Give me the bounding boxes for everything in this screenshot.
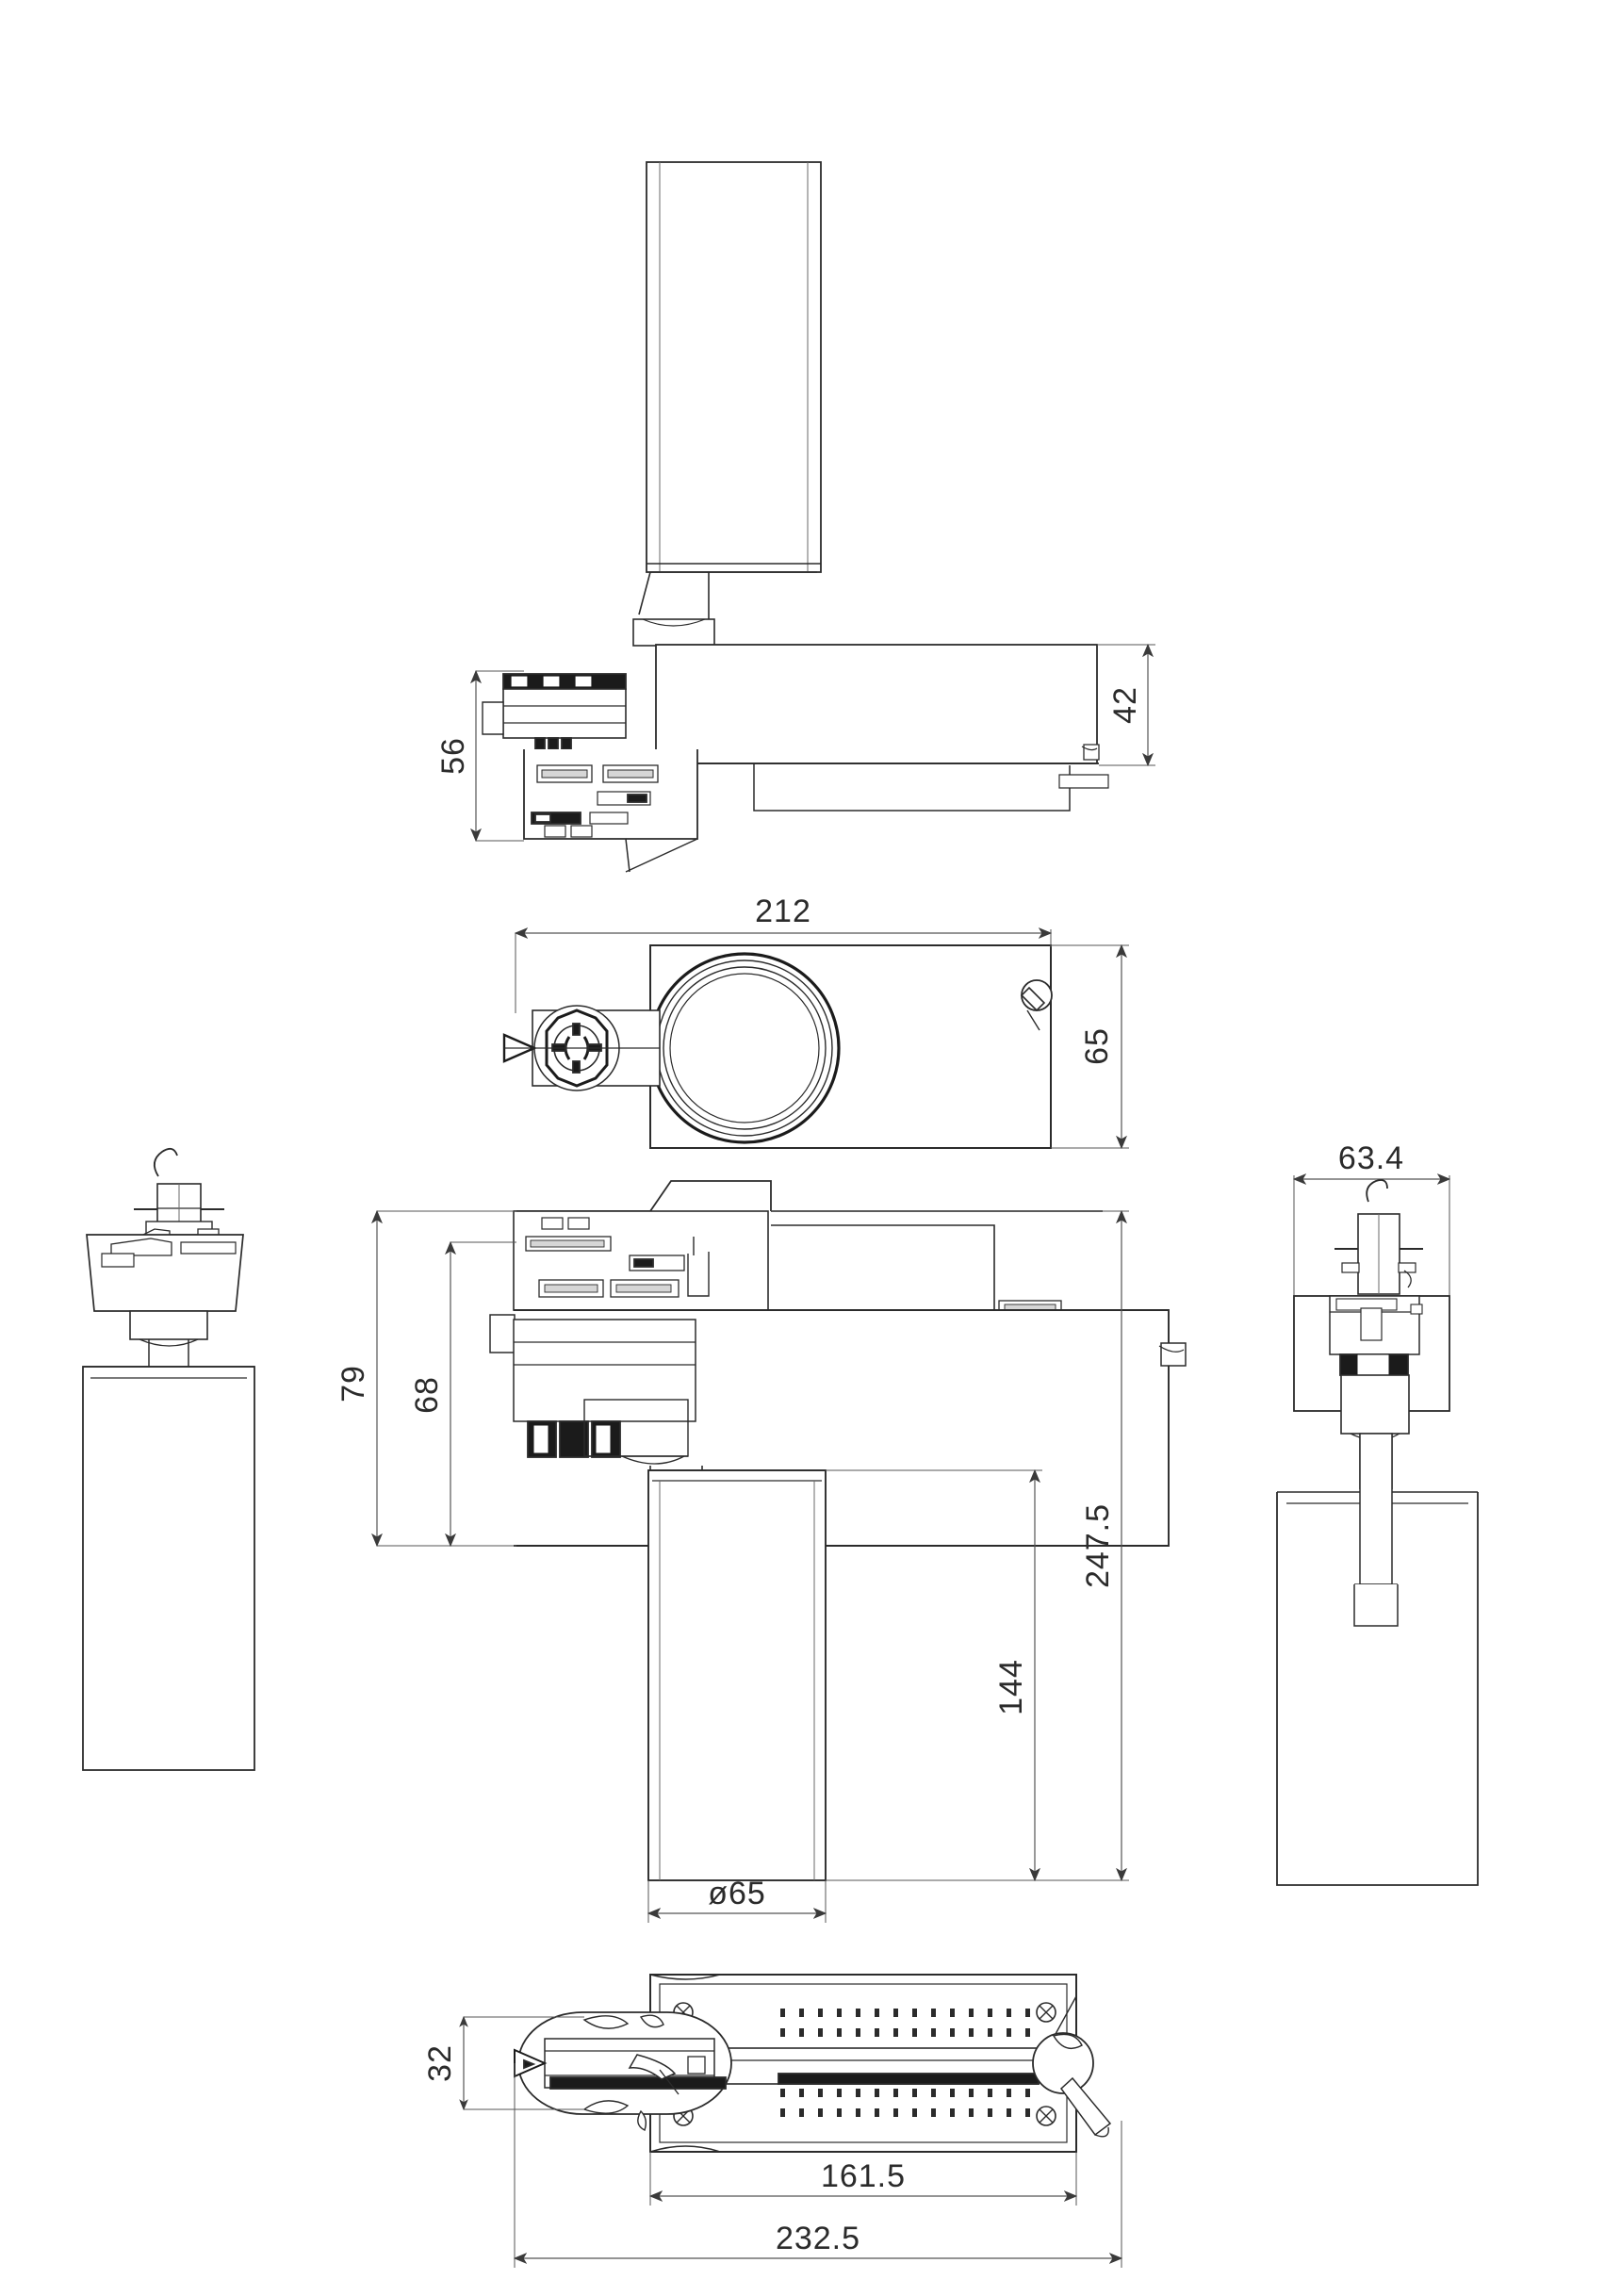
dimension-247-5 bbox=[771, 1209, 1129, 1882]
adapter-block-front bbox=[513, 1180, 1159, 1325]
dimension-144-label: 144 bbox=[993, 1659, 1029, 1715]
latch-plan bbox=[1020, 979, 1053, 1031]
housing-box-side bbox=[528, 644, 1109, 812]
housing-right bbox=[1293, 1295, 1450, 1489]
dimension-65-label: 65 bbox=[1079, 1027, 1115, 1065]
drawing-geometry: 56 42 bbox=[82, 161, 1479, 2268]
view-side-elevation-top: 56 42 bbox=[435, 161, 1155, 873]
housing-left bbox=[86, 1234, 244, 1367]
dimension-212-label: 212 bbox=[755, 894, 811, 929]
cylinder-left bbox=[82, 1366, 255, 1771]
track-adapter-right bbox=[1334, 1179, 1423, 1295]
dimension-232-5-label: 232.5 bbox=[776, 2221, 860, 2256]
dimension-65 bbox=[1051, 943, 1129, 1150]
track-adapter-left bbox=[134, 1147, 224, 1241]
view-right-elevation: 63.4 bbox=[1276, 1140, 1479, 1886]
track-adapter-plan bbox=[502, 1005, 660, 1091]
dimension-212 bbox=[514, 927, 1053, 1013]
dimension-68 bbox=[445, 1240, 516, 1548]
dimension-32 bbox=[459, 2015, 584, 2111]
cylinder-body-up bbox=[632, 161, 822, 647]
dimension-dia65-label: ø65 bbox=[708, 1876, 766, 1911]
dimension-63-4-label: 63.4 bbox=[1338, 1140, 1404, 1176]
dimension-232-5 bbox=[513, 2063, 1123, 2268]
dimension-32-label: 32 bbox=[422, 2044, 458, 2082]
dimension-161-5-label: 161.5 bbox=[821, 2158, 906, 2194]
vent-dots bbox=[780, 2009, 1030, 2117]
dimension-161-5 bbox=[648, 2152, 1078, 2206]
dimension-dia65 bbox=[647, 1880, 827, 1923]
dimension-68-label: 68 bbox=[409, 1376, 445, 1414]
track-adapter-bottom bbox=[514, 2011, 732, 2131]
dimension-63-4 bbox=[1292, 1173, 1451, 1296]
dimension-247-5-label: 247.5 bbox=[1080, 1503, 1116, 1588]
view-front-main: 79 68 247.5 144 ø65 bbox=[336, 1180, 1187, 1923]
dimension-56-label: 56 bbox=[435, 737, 471, 775]
dimension-79-label: 79 bbox=[336, 1365, 371, 1402]
track-adapter-side bbox=[482, 673, 698, 873]
lens-circle bbox=[648, 952, 841, 1144]
view-bottom: 32 161.5 232.5 bbox=[422, 1974, 1123, 2268]
dimension-79 bbox=[371, 1209, 516, 1548]
dimension-42 bbox=[1097, 643, 1155, 767]
view-left-elevation bbox=[82, 1147, 255, 1771]
latch-bottom bbox=[1032, 1995, 1112, 2138]
cylinder-body-down bbox=[647, 1469, 827, 1881]
cylinder-right bbox=[1276, 1433, 1479, 1886]
view-plan: 212 65 bbox=[502, 894, 1129, 1150]
dimension-42-label: 42 bbox=[1107, 686, 1143, 724]
dimension-56 bbox=[470, 669, 524, 843]
dimension-144 bbox=[826, 1468, 1042, 1882]
